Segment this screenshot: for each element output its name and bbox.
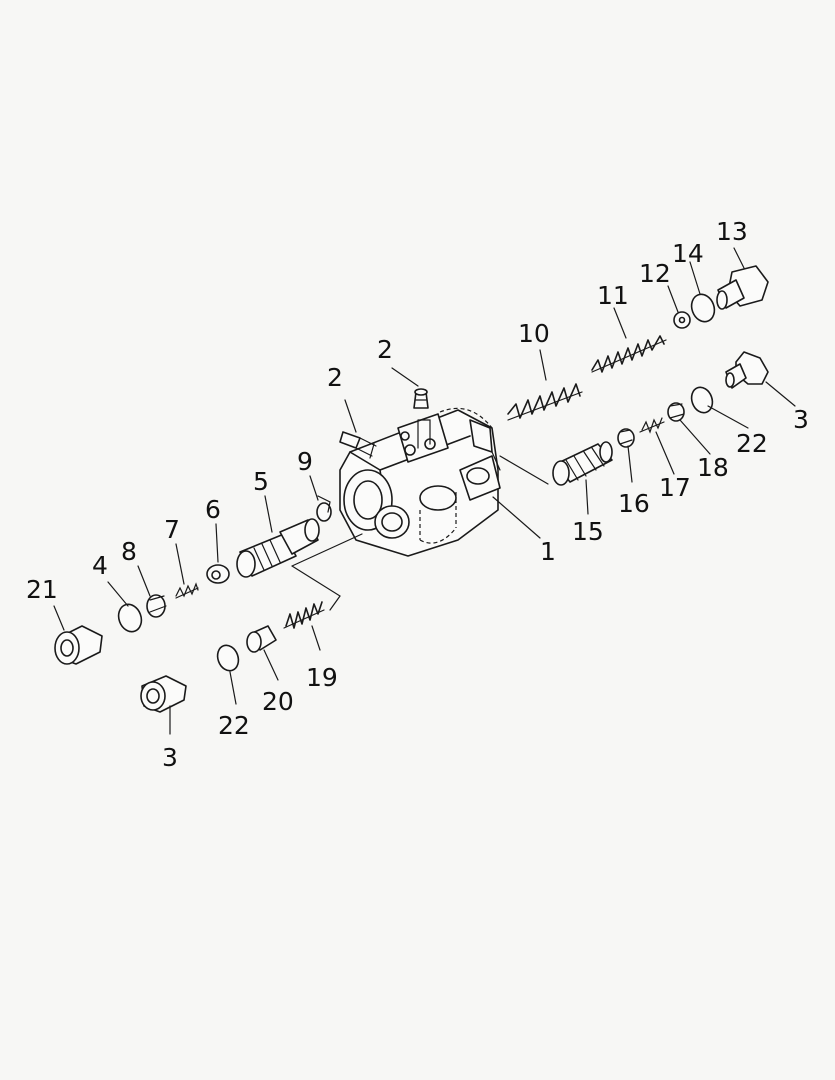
callout-19: 19 xyxy=(306,663,338,692)
plug-3-left xyxy=(140,675,187,713)
o-ring-14 xyxy=(690,293,716,323)
callout-12: 12 xyxy=(639,259,671,288)
callout-15: 15 xyxy=(572,517,604,546)
plug-3-right xyxy=(725,351,769,389)
callout-1: 1 xyxy=(540,537,556,566)
callout-7: 7 xyxy=(164,515,180,544)
callout-3-left: 3 xyxy=(162,743,178,772)
callout-3-right: 3 xyxy=(793,405,809,434)
spring-10 xyxy=(507,383,583,421)
callout-17: 17 xyxy=(659,473,691,502)
leader-lines xyxy=(53,247,796,735)
spring-17 xyxy=(639,417,665,434)
spring-7 xyxy=(175,582,199,599)
callout-10: 10 xyxy=(518,319,550,348)
plug-13 xyxy=(716,265,769,310)
o-ring-22-right xyxy=(690,386,714,414)
part-18 xyxy=(667,402,685,422)
callout-14: 14 xyxy=(672,239,704,268)
valve-15 xyxy=(552,441,613,486)
o-ring-22-left xyxy=(216,644,240,672)
callout-18: 18 xyxy=(697,453,729,482)
o-ring-4 xyxy=(117,603,143,633)
callout-16: 16 xyxy=(618,489,650,518)
callout-4: 4 xyxy=(92,551,108,580)
bolt-2-left xyxy=(339,431,377,459)
callout-21: 21 xyxy=(26,575,58,604)
spring-11 xyxy=(591,335,667,373)
callout-13: 13 xyxy=(716,217,748,246)
spool-5 xyxy=(236,518,320,578)
callout-20: 20 xyxy=(262,687,294,716)
valve-body xyxy=(339,407,501,557)
callout-labels: 1 2 2 3 3 4 5 6 7 8 9 10 11 12 13 14 15 … xyxy=(26,217,809,772)
callout-6: 6 xyxy=(205,495,221,524)
part-20 xyxy=(246,625,277,653)
callout-11: 11 xyxy=(597,281,629,310)
part-16 xyxy=(617,428,635,448)
plug-21 xyxy=(54,625,103,665)
part-9 xyxy=(316,495,332,522)
callout-2-right: 2 xyxy=(377,335,393,364)
part-6 xyxy=(206,564,230,584)
callout-22-right: 22 xyxy=(736,429,768,458)
callout-2-left: 2 xyxy=(327,363,343,392)
bolt-2-right xyxy=(413,388,429,409)
part-8 xyxy=(146,594,167,618)
callout-8: 8 xyxy=(121,537,137,566)
callout-5: 5 xyxy=(253,467,269,496)
spring-19 xyxy=(283,601,325,629)
washer-12 xyxy=(673,311,691,329)
callout-9: 9 xyxy=(297,447,313,476)
callout-22-left: 22 xyxy=(218,711,250,740)
